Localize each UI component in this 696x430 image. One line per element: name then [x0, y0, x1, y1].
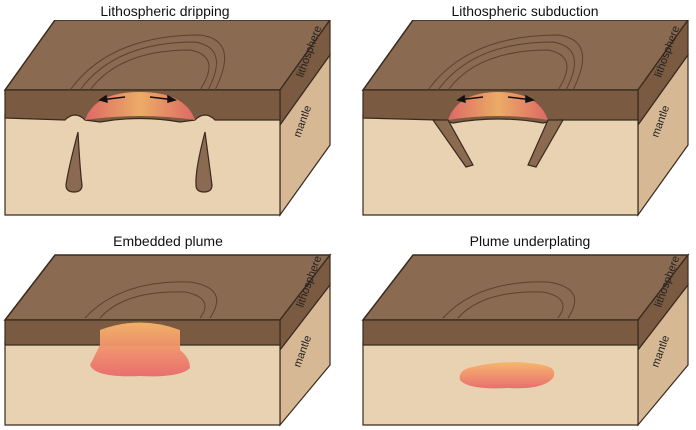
- block-diagram-embedded-plume: lithosphere mantle: [3, 253, 332, 427]
- drip-right: [195, 131, 213, 193]
- plume-body: [90, 322, 190, 377]
- block-diagram-plume-underplating: lithosphere mantle: [361, 253, 690, 427]
- slab-right: [527, 119, 565, 168]
- drip-left: [65, 131, 83, 193]
- lithosphere-top-surface: [361, 254, 690, 321]
- lithosphere-top-surface: [3, 20, 331, 91]
- panel-title-plume-underplating: Plume underplating: [469, 233, 591, 249]
- panel-title-embedded-plume: Embedded plume: [113, 233, 223, 249]
- block-diagram-dripping: lithosphere mantle: [3, 20, 331, 217]
- slab-left: [431, 119, 474, 168]
- panel-title-dripping: Lithospheric dripping: [100, 3, 230, 19]
- mantle-front-face: [362, 114, 639, 216]
- flow-arrows: [98, 94, 177, 104]
- mantle-front-face: [4, 114, 281, 216]
- lithosphere-front-face: [362, 319, 639, 346]
- block-diagram-subduction: lithosphere mantle: [361, 20, 689, 217]
- plume-body: [459, 362, 555, 389]
- lithosphere-top-surface: [3, 254, 332, 321]
- panel-title-subduction: Lithospheric subduction: [451, 3, 599, 19]
- flow-arrows: [456, 94, 535, 104]
- lithosphere-top-surface: [361, 20, 689, 91]
